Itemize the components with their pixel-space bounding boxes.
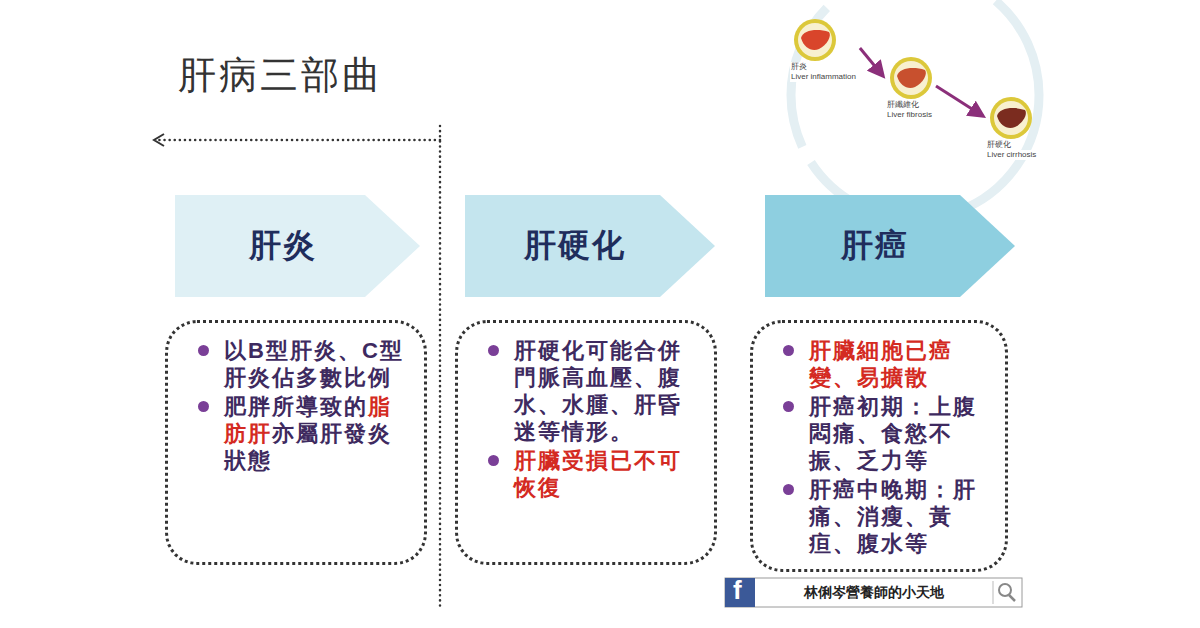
bullet-dot: [198, 345, 209, 356]
note-box: 肝硬化可能合併門脈高血壓、腹水、水腫、肝昏迷等情形。肝臟受損已不可恢復: [455, 320, 717, 565]
liver-shape: [997, 108, 1026, 128]
bullet-dot: [198, 401, 209, 412]
badge-box: 林俐岑營養師的小天地: [757, 579, 991, 606]
chevron-fill: [175, 195, 420, 297]
page-title: 肝病三部曲: [178, 50, 383, 101]
badge-separator: [993, 581, 994, 604]
icon-ring: [990, 97, 1032, 139]
icon-ring: [794, 19, 836, 61]
liver-picture: [889, 56, 933, 100]
bullet-item: 肝硬化可能合併門脈高血壓、腹水、水腫、肝昏迷等情形。: [484, 337, 700, 445]
facebook-letter: f: [733, 574, 742, 606]
progress-arrow: [936, 86, 983, 116]
page-name: 林俐岑營養師的小天地: [757, 579, 991, 606]
bullet-item: 肥胖所導致的脂肪肝亦屬肝發炎狀態: [194, 393, 410, 474]
note-box: 以B型肝炎、C型肝炎佔多數比例肥胖所導致的脂肪肝亦屬肝發炎狀態: [165, 320, 427, 565]
search-icon-handle: [1009, 595, 1015, 601]
liver-icon: 肝纖維化Liver fibrosis: [886, 56, 933, 120]
stage-chevron: 肝癌: [765, 195, 1015, 297]
stage-name-en: Liver fibrosis: [886, 110, 933, 120]
bullet-dot: [488, 345, 499, 356]
bullet-text: 肝臟受損已不可恢復: [514, 448, 682, 500]
progress-arrow: [860, 48, 883, 76]
stage-name: 肝纖維化: [886, 100, 920, 110]
bullet-item: 肝癌中晚期：肝痛、消瘦、黃疸、腹水等: [779, 476, 991, 557]
bullet-text: 肝臟細胞已癌變、易擴散: [809, 338, 953, 390]
bullet-item: 肝癌初期：上腹悶痛、食慾不振、乏力等: [779, 393, 991, 474]
search-icon: [999, 584, 1011, 596]
stage-chevron: 肝炎: [175, 195, 420, 297]
bullet-dot: [783, 484, 794, 495]
stage-name: 肝硬化: [986, 140, 1012, 150]
icon-ring: [890, 57, 932, 99]
stage-heading: 肝炎: [175, 195, 390, 297]
stage-name-en: Liver cirrhosis: [986, 150, 1037, 160]
stage-heading: 肝癌: [765, 195, 985, 297]
icon-ground: [994, 101, 1028, 135]
bullet-text: 肝癌初期：上腹悶痛、食慾不振、乏力等: [809, 394, 977, 473]
liver-picture: [989, 96, 1033, 140]
note-box: 肝臟細胞已癌變、易擴散肝癌初期：上腹悶痛、食慾不振、乏力等肝癌中晚期：肝痛、消瘦…: [750, 320, 1008, 572]
stage-chevron: 肝硬化: [465, 195, 715, 297]
dotted-divider: [439, 126, 442, 610]
liver-shape: [897, 68, 926, 88]
bullet-text: 以B型肝炎、C型肝炎佔多數比例: [224, 338, 404, 390]
bullet-dot: [783, 401, 794, 412]
badge-frame: [725, 578, 1022, 607]
stage-heading: 肝硬化: [465, 195, 685, 297]
stage-name: 肝炎: [790, 62, 808, 72]
icon-ground: [798, 23, 832, 57]
bullet-text: 肥胖所導致的: [224, 394, 368, 419]
chevron-fill: [465, 195, 715, 297]
liver-icon: 肝炎Liver inflammation: [790, 18, 857, 82]
stage-name-en: Liver inflammation: [790, 72, 857, 82]
chevron-fill: [765, 195, 1015, 297]
liver-shape: [801, 30, 830, 50]
bullet-dot: [488, 455, 499, 466]
liver-picture: [793, 18, 837, 62]
bullet-item: 肝臟受損已不可恢復: [484, 447, 700, 501]
dotted-arrow: [156, 139, 440, 142]
icon-ground: [894, 61, 928, 95]
bullet-item: 以B型肝炎、C型肝炎佔多數比例: [194, 337, 410, 391]
dotted-arrow-head: [154, 134, 164, 146]
bullet-text: 肝癌中晚期：肝痛、消瘦、黃疸、腹水等: [809, 477, 977, 556]
bullet-item: 肝臟細胞已癌變、易擴散: [779, 337, 991, 391]
cycle-ring: [791, 0, 1039, 219]
bullet-text: 肝硬化可能合併門脈高血壓、腹水、水腫、肝昏迷等情形。: [514, 338, 682, 444]
bullet-dot: [783, 345, 794, 356]
liver-icon: 肝硬化Liver cirrhosis: [986, 96, 1037, 160]
